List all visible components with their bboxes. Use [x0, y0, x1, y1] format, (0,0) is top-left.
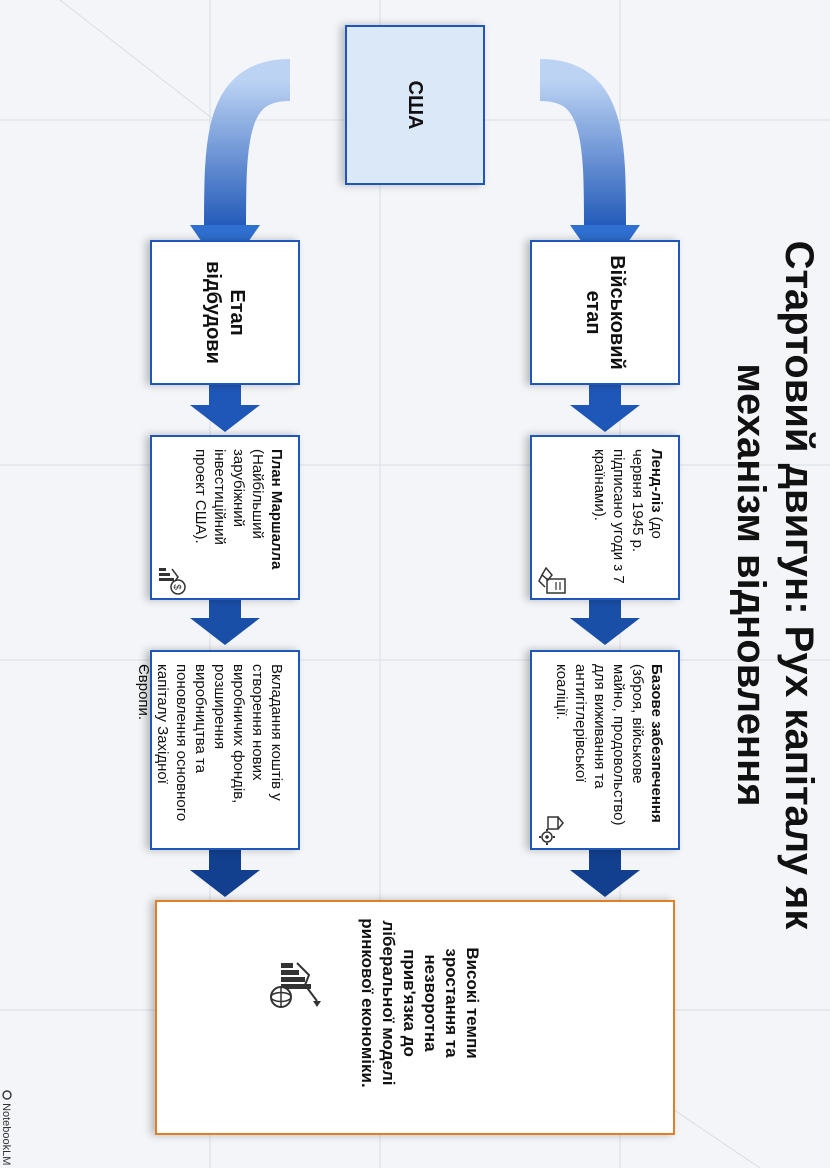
- step-arrows-bottom: [190, 385, 260, 897]
- supplies-gear-icon: [539, 816, 564, 845]
- step-title-marshall-plan: План Маршалла: [268, 449, 285, 570]
- dollar-growth-icon: $: [159, 568, 186, 595]
- source-label: США: [404, 80, 426, 130]
- stage-label-military: Військовий етап: [582, 255, 628, 370]
- result-text: Високі темпи зростання та незворотна при…: [358, 918, 482, 1088]
- stage-label-reconstruction: Етап відбудови: [202, 261, 248, 364]
- result-box: Високі темпи зростання та незворотна при…: [155, 900, 675, 1135]
- step-box-marshall-plan: План Маршалла (Найбільший зарубіжний інв…: [150, 435, 300, 600]
- step-text-marshall-plan: (Найбільший зарубіжний інвестиційний про…: [192, 449, 266, 545]
- stage-box-military: Військовий етап: [530, 240, 680, 385]
- step-box-base-supply: Базове забезпечення (зброя, військове ма…: [530, 650, 680, 850]
- step-title-lend-lease: Ленд-ліз: [648, 449, 665, 513]
- watermark-label: NotebookLM: [0, 1103, 12, 1166]
- page-title-line-1: Стартовий двигун: Рух капіталу як: [777, 240, 821, 930]
- step-text-capital-investment: Вкладання коштів у створення нових вироб…: [135, 664, 285, 822]
- globe-growth-chart-icon: [270, 962, 321, 1008]
- source-box-usa: США: [345, 25, 485, 185]
- svg-text:$: $: [171, 584, 182, 590]
- step-arrows-top: [570, 385, 640, 897]
- step-box-lend-lease: Ленд-ліз (до червня 1945 р. підписано уг…: [530, 435, 680, 600]
- handshake-document-icon: [538, 566, 566, 594]
- notebooklm-logo-icon: [2, 1090, 12, 1100]
- step-box-capital-investment: Вкладання коштів у створення нових вироб…: [135, 650, 300, 850]
- page-title-line-2: механізм відновлення: [729, 363, 773, 807]
- step-title-base-supply: Базове забезпечення: [648, 664, 665, 823]
- notebooklm-watermark: NotebookLM: [0, 1090, 12, 1165]
- step-text-base-supply: (зброя, військове майно, продовольство) …: [553, 664, 646, 826]
- stage-box-reconstruction: Етап відбудови: [150, 240, 300, 385]
